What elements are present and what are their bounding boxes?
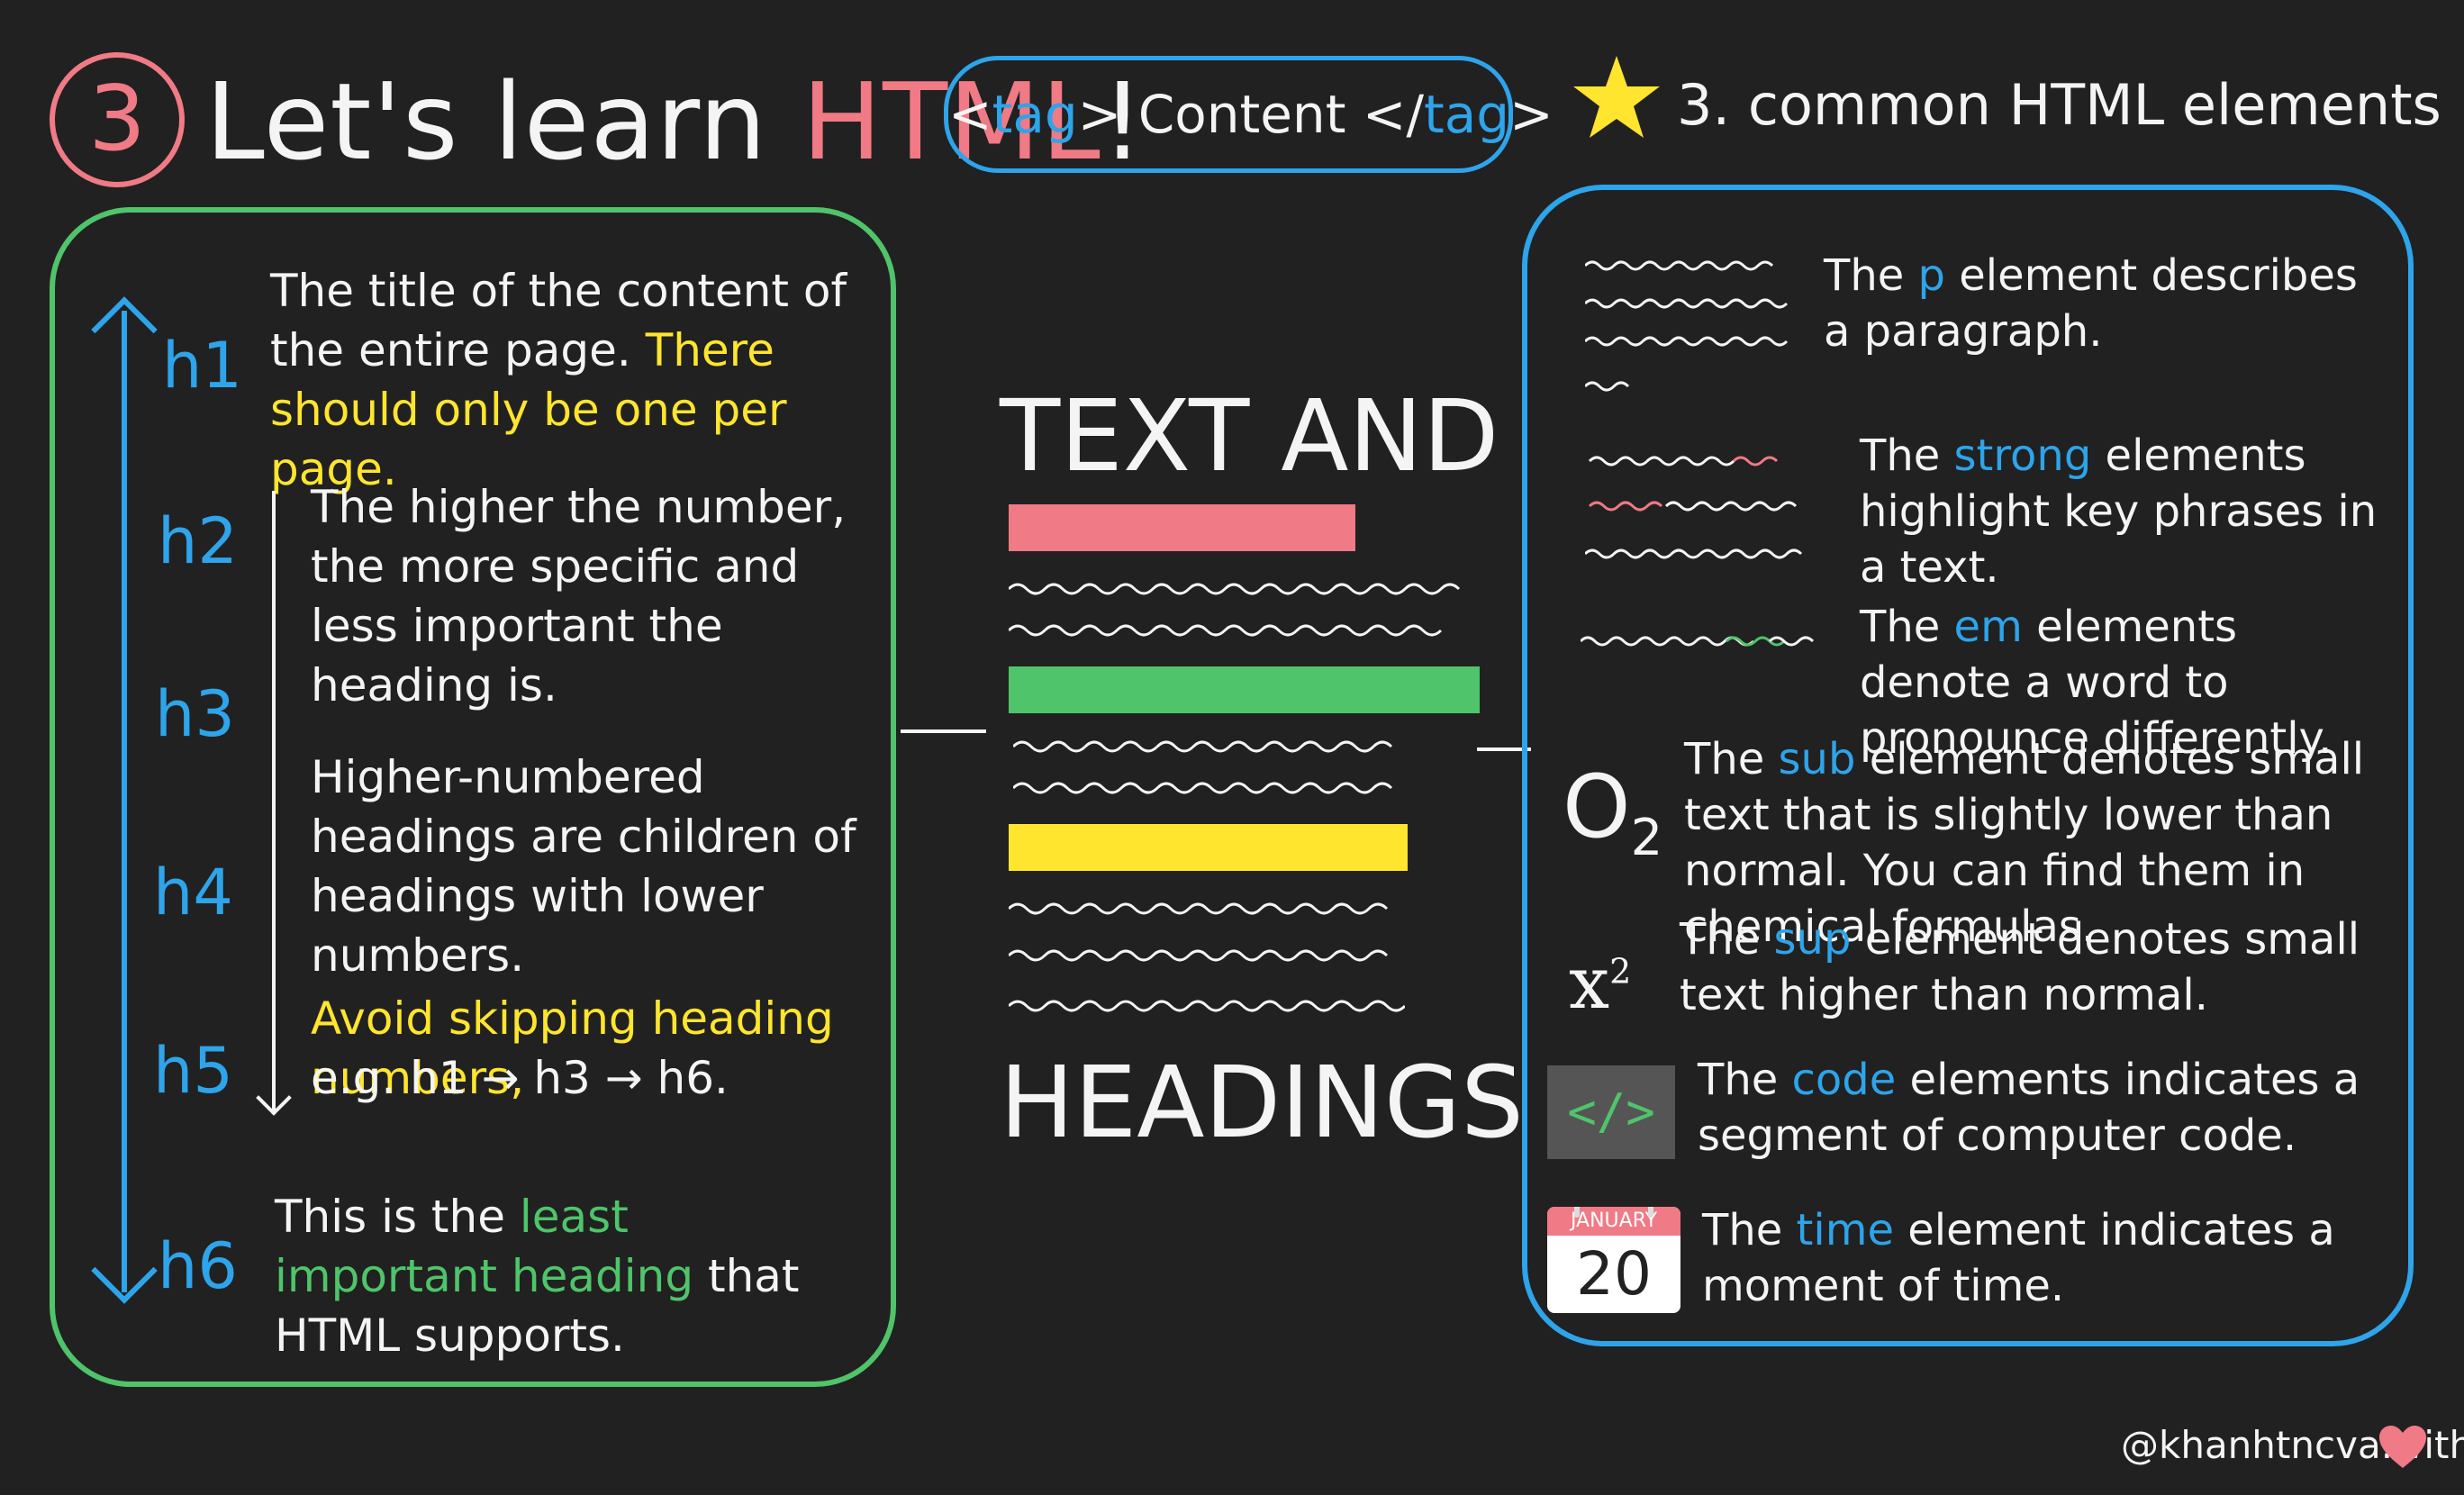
h1-note: The title of the content of the entire p… [270, 261, 865, 499]
strong-squiggles-icon [1585, 456, 1803, 559]
left-connector [901, 729, 986, 733]
p-rest: element describes a paragraph. [1824, 250, 2358, 357]
x-squared-icon: x2 [1569, 941, 1631, 1025]
heading-label-h3: h3 [155, 677, 235, 751]
heading-label-h4: h4 [153, 856, 233, 929]
children-note: Higher-numbered headings are children of… [311, 751, 856, 982]
code-icon: </> [1547, 1065, 1675, 1159]
text-squiggle-group-3 [1009, 902, 1405, 1012]
heading-label-h2: h2 [158, 504, 238, 578]
sup-tag: sup [1773, 914, 1852, 965]
calendar-ring-left [1574, 1207, 1580, 1218]
h1-note-highlight: There should only be one per page. [270, 324, 787, 495]
heading-label-h1: h1 [162, 329, 242, 403]
title-end: ! [1101, 59, 1146, 184]
x2-sup: 2 [1609, 951, 1632, 992]
p-lead: The [1824, 250, 1918, 301]
text-squiggle-group-1 [1009, 583, 1461, 637]
tag-open-lt: < [948, 84, 992, 145]
tag-open-gt: > [1077, 84, 1122, 145]
h6-note-highlight: least important heading [275, 1191, 694, 1302]
tag-open-name: tag [992, 84, 1078, 145]
heading-label-h5: h5 [153, 1034, 233, 1108]
em-lead: The [1860, 602, 1954, 652]
time-tag: time [1796, 1205, 1894, 1255]
o2-sub: 2 [1630, 809, 1663, 868]
em-element-desc: The em elements denote a word to pronoun… [1860, 599, 2400, 766]
heading-label-h6: h6 [158, 1229, 238, 1303]
section-title-common-elements: 3. common HTML elements [1677, 72, 2441, 138]
tag-close-gt: > [1509, 84, 1554, 145]
sub-tag: sub [1778, 734, 1856, 784]
calendar-ring-right [1648, 1207, 1653, 1218]
avoid-note: Avoid skipping heading numbers, [311, 992, 834, 1104]
heading-order-line [272, 491, 276, 1112]
paragraph-squiggles-icon [1585, 260, 1789, 392]
tag-content: Content [1121, 84, 1363, 145]
o2-base: O [1563, 757, 1631, 857]
em-squiggle-icon [1581, 636, 1815, 647]
x2-base: x [1569, 941, 1610, 1025]
code-lead: The [1698, 1055, 1792, 1105]
o2-formula-icon: O2 [1563, 757, 1662, 867]
avoid-example: e.g. h1 → h3 → h6. [311, 1052, 729, 1104]
time-element-desc: The time element indicates a moment of t… [1702, 1202, 2387, 1314]
sub-lead: The [1684, 734, 1779, 784]
calendar-day: 20 [1576, 1239, 1652, 1309]
heading-bar-green [1009, 666, 1480, 713]
h1-note-text: The title of the content of the entire p… [270, 265, 847, 376]
h6-note: This is the least important heading that… [275, 1187, 860, 1365]
sup-element-desc: The sup element denotes small text highe… [1680, 911, 2382, 1023]
star-icon [1573, 56, 1660, 138]
strong-element-desc: The strong elements highlight key phrase… [1860, 428, 2400, 595]
h2-note: The higher the number, the more specific… [311, 481, 847, 711]
text-squiggle-group-2 [1013, 740, 1393, 794]
sub-rest: element denotes small text that is sligh… [1684, 734, 2365, 952]
time-lead: The [1702, 1205, 1797, 1255]
code-tag: code [1791, 1055, 1897, 1105]
code-rest: elements indicates a segment of computer… [1698, 1055, 2360, 1161]
step-number-badge: 3 [50, 52, 185, 187]
tag-syntax-cloud: <tag> Content </tag> [944, 56, 1554, 173]
tag-close-name: tag [1424, 84, 1510, 145]
center-title-bottom: HEADINGS [1000, 1045, 1524, 1160]
p-element-desc: The p element describes a paragraph. [1824, 248, 2382, 359]
heading-scale-line [122, 311, 127, 1292]
title-lead: Let's learn [205, 59, 802, 184]
code-element-desc: The code elements indicates a segment of… [1698, 1052, 2391, 1164]
heart-icon [2379, 1426, 2426, 1468]
sup-rest: element denotes small text higher than n… [1680, 914, 2360, 1020]
sub-element-desc: The sub element denotes small text that … [1684, 731, 2378, 955]
em-rest: elements denote a word to pronounce diff… [1860, 602, 2333, 764]
time-rest: element indicates a moment of time. [1702, 1205, 2335, 1311]
h6-note-lead: This is the [275, 1191, 520, 1243]
calendar-icon: JANUARY 20 [1547, 1207, 1680, 1313]
calendar-month: JANUARY [1547, 1207, 1680, 1236]
headings-cloud [50, 207, 896, 1387]
right-connector [1477, 748, 1531, 751]
strong-tag: strong [1953, 430, 2092, 481]
h6-note-end: that HTML supports. [275, 1250, 800, 1362]
p-tag: p [1917, 250, 1945, 301]
strong-rest: elements highlight key phrases in a text… [1860, 430, 2378, 593]
elements-cloud [1522, 185, 2414, 1346]
center-title-top: TEXT AND [1000, 378, 1499, 494]
strong-lead: The [1860, 430, 1954, 481]
heading-bar-yellow [1009, 824, 1408, 871]
sup-lead: The [1680, 914, 1774, 965]
heading-bar-pink [1009, 504, 1355, 551]
em-tag: em [1953, 602, 2023, 652]
tag-close-lt: </ [1362, 84, 1425, 145]
